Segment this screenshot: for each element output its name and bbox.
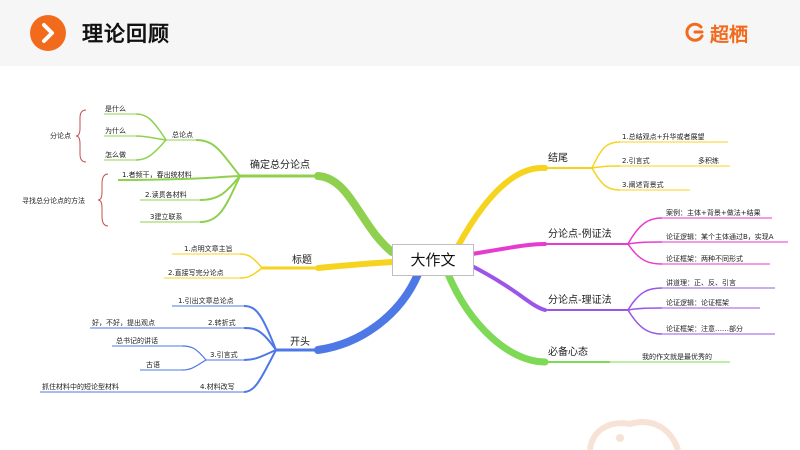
example-item-1: 案例：主体+背景+做法+结果 [666,209,761,217]
ending-item-3: 3.阐述背景式 [622,181,664,189]
branch-label-title: 标题 [292,255,312,266]
page-title: 理论回顾 [82,22,170,46]
opening-item-3: 3.引言式 [210,351,238,359]
branch-connector-bottom-left [314,270,422,354]
opening-item-4: 4.材料改写 [200,383,235,391]
branch-connector-lower-right [470,264,547,312]
node-what: 是什么 [105,105,126,113]
mascot-watermark-icon [587,419,681,450]
mind-map: 大作文 确定总分论点 总论点 是什么 为什么 怎么做 分论点 寻找总分论点的方法… [0,66,800,450]
opening-yinyan-detail-2: 古语 [146,361,160,369]
example-item-2: 论证逻辑：某个主体通过B，实现A [666,233,774,241]
reason-item-1: 讲道理：正、反、引言 [666,279,736,287]
title-item-1: 1.点明文章主旨 [184,245,233,253]
branch-label-mindset: 必备心态 [548,347,588,358]
ending-yinyan-note: 多积练 [698,157,719,165]
bracket-fen [75,109,87,163]
branch-connector-upper-right [470,242,547,256]
method-item-1: 1.者频干，春出统材料 [122,171,192,179]
header-bar: 理论回顾 超栖 [0,0,800,66]
branch-connector-top-left [314,172,396,256]
node-find-method: 寻找总分论点的方法 [22,197,85,205]
branch-label-reason-method: 分论点-理证法 [548,295,612,306]
opening-yinyan-detail-1: 总书记的讲话 [116,337,158,345]
mind-map-connectors [40,109,788,393]
ending-item-1: 1.总结观点+升华或者展望 [622,133,705,141]
opening-item-2: 2.转折式 [208,319,236,327]
reason-item-3: 论证框架：注意……部分 [666,325,743,333]
branch-label-opening: 开头 [290,337,310,348]
bracket-method [97,173,109,227]
branch-label-ending: 结尾 [548,153,568,164]
node-why: 为什么 [105,127,126,135]
brand-icon [685,22,704,42]
branch-label-example-method: 分论点-例证法 [548,229,612,240]
center-topic: 大作文 [392,244,474,276]
opening-gaixie-detail: 抓住材料中的短论型材料 [42,383,119,391]
branch-label-confirm-points: 确定总分论点 [250,160,310,171]
method-item-2: 2.读贯各材料 [145,191,187,199]
node-zong-lundian: 总论点 [172,131,193,139]
node-how: 怎么做 [105,151,126,159]
branch-connector-mid-left [315,259,395,271]
method-item-3: 3建立联系 [150,213,183,221]
mindset-item: 我的作文就是最优秀的 [642,353,712,361]
branch-connector-bottom-right [444,270,549,366]
example-item-3: 论证框架：两种不同形式 [666,255,743,263]
reason-item-2: 论证逻辑：论证框架 [666,299,729,307]
opening-item-1: 1.引出文章总论点 [178,297,234,305]
title-item-2: 2.直接写完分论点 [168,269,224,277]
node-fen-lundian: 分论点 [50,132,71,140]
brand-name: 超栖 [710,24,749,46]
ending-item-2: 2.引言式 [622,157,650,165]
opening-zhuanzhe-detail: 好，不好，提出观点 [92,319,155,327]
chevron-right-icon [30,15,66,51]
branch-connector-top-right [455,164,548,249]
